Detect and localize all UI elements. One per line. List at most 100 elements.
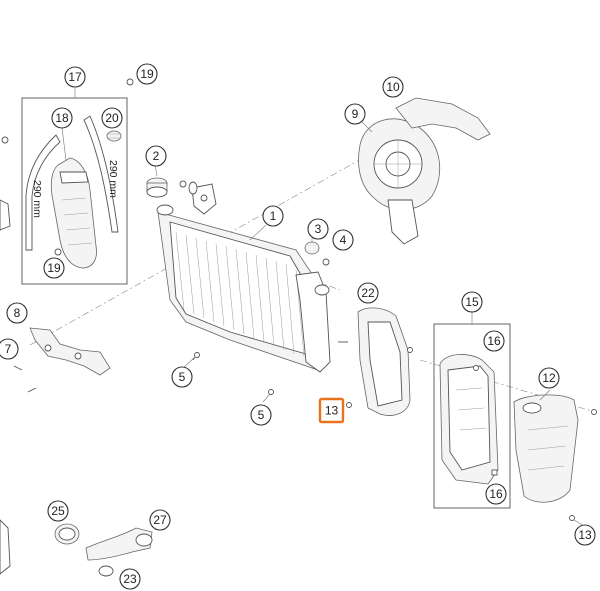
svg-text:7: 7 <box>5 342 12 356</box>
callout-25: 25 <box>47 500 69 522</box>
svg-text:23: 23 <box>123 572 137 586</box>
leader-1 <box>249 224 267 241</box>
small-fitting-1 <box>179 180 187 188</box>
svg-text:16: 16 <box>487 334 501 348</box>
svg-text:17: 17 <box>68 70 82 84</box>
filler-neck <box>156 204 174 216</box>
radiator-cover-inner <box>367 321 403 407</box>
overflow-hose <box>25 134 61 251</box>
svg-text:2: 2 <box>153 149 160 163</box>
bracket-hole-2 <box>74 352 82 360</box>
grille-screw-16-bottom <box>491 469 498 476</box>
hose-clamp-23 <box>98 565 114 577</box>
radiator-bracket <box>29 327 111 376</box>
leader-9 <box>361 121 373 133</box>
screw-19-bottom <box>54 248 62 256</box>
dimension-label-hose-right: 290 mm <box>107 160 119 198</box>
svg-text:9: 9 <box>352 107 359 121</box>
coolant-hose-27 <box>85 527 153 561</box>
callout-13-highlighted[interactable]: 13 <box>318 397 345 424</box>
svg-text:13: 13 <box>325 404 339 418</box>
svg-text:5: 5 <box>179 370 186 384</box>
callout-22: 22 <box>357 282 379 304</box>
screw-7a <box>13 365 23 371</box>
callout-5-right: 5 <box>250 404 272 426</box>
svg-text:13: 13 <box>578 528 592 542</box>
side-cover-screw-13 <box>569 515 575 521</box>
screw-5b <box>268 389 274 395</box>
svg-text:5: 5 <box>258 408 265 422</box>
svg-text:19: 19 <box>47 261 61 275</box>
leader-18 <box>61 127 67 161</box>
radiator-grille <box>439 354 499 485</box>
callout-19-top: 19 <box>136 63 158 85</box>
rubber-grommet <box>304 241 320 255</box>
callout-4: 4 <box>332 229 354 251</box>
svg-text:15: 15 <box>465 295 479 309</box>
svg-text:18: 18 <box>55 111 69 125</box>
callout-18: 18 <box>51 107 73 129</box>
svg-text:27: 27 <box>153 513 167 527</box>
vent-hose-290mm <box>83 115 119 233</box>
callout-16-bottom: 16 <box>485 483 507 505</box>
callout-10: 10 <box>382 76 404 98</box>
callout-23: 23 <box>119 568 141 590</box>
cover-screw-13 <box>346 402 352 408</box>
callout-27: 27 <box>149 509 171 531</box>
small-fitting-2 <box>188 181 198 195</box>
radiator <box>157 211 327 371</box>
screw-19-top <box>126 78 134 86</box>
radiator-mount-hole <box>200 194 208 202</box>
cover-screw-2 <box>407 347 413 353</box>
partial-screw-left <box>1 136 9 144</box>
callout-19-bottom: 19 <box>43 257 65 279</box>
leader-12 <box>539 389 551 401</box>
callout-7: 7 <box>0 338 19 360</box>
grille-screw-16-top <box>473 365 479 371</box>
svg-text:3: 3 <box>315 222 322 236</box>
callout-17: 17 <box>64 66 86 88</box>
fan-bracket <box>395 97 491 141</box>
screw-7b <box>27 387 37 393</box>
expansion-tank-group-box <box>21 88 128 285</box>
svg-text:12: 12 <box>542 371 556 385</box>
svg-text:8: 8 <box>14 306 21 320</box>
radiator-side-tank <box>295 271 331 373</box>
svg-text:1: 1 <box>270 209 277 223</box>
callout-13-right: 13 <box>574 524 596 546</box>
callout-16-top: 16 <box>483 330 505 352</box>
hose-clamp-25-inner <box>58 527 76 541</box>
svg-text:25: 25 <box>51 504 65 518</box>
outlet-stub <box>314 284 330 296</box>
expansion-tank <box>50 157 97 269</box>
svg-text:16: 16 <box>489 487 503 501</box>
screw-5a <box>194 352 200 358</box>
svg-text:4: 4 <box>340 233 347 247</box>
callout-9: 9 <box>344 103 366 125</box>
side-cover <box>513 394 579 503</box>
assembly-axis-line <box>29 139 396 346</box>
svg-text:10: 10 <box>386 80 400 94</box>
radiator-cap <box>146 177 168 198</box>
callout-2: 2 <box>145 145 167 167</box>
hose-clip-20 <box>106 130 122 142</box>
callout-1: 1 <box>262 205 284 227</box>
callout-20: 20 <box>101 107 123 129</box>
callout-8: 8 <box>6 302 28 324</box>
callout-12: 12 <box>538 367 560 389</box>
callout-3: 3 <box>307 218 329 240</box>
svg-text:20: 20 <box>105 111 119 125</box>
coolant-hose-27-end <box>135 533 153 547</box>
fan-shroud <box>358 118 441 245</box>
callout-15: 15 <box>461 291 483 313</box>
bracket-hole-1 <box>44 344 52 352</box>
partial-part-left-top <box>0 199 11 231</box>
side-cover-screw-top <box>591 409 597 415</box>
partial-hose-left <box>0 519 11 575</box>
svg-text:19: 19 <box>140 67 154 81</box>
dimension-label-hose-left: 290 mm <box>31 180 43 218</box>
svg-text:22: 22 <box>361 286 375 300</box>
callout-5-left: 5 <box>171 366 193 388</box>
mounting-nut <box>322 258 330 266</box>
